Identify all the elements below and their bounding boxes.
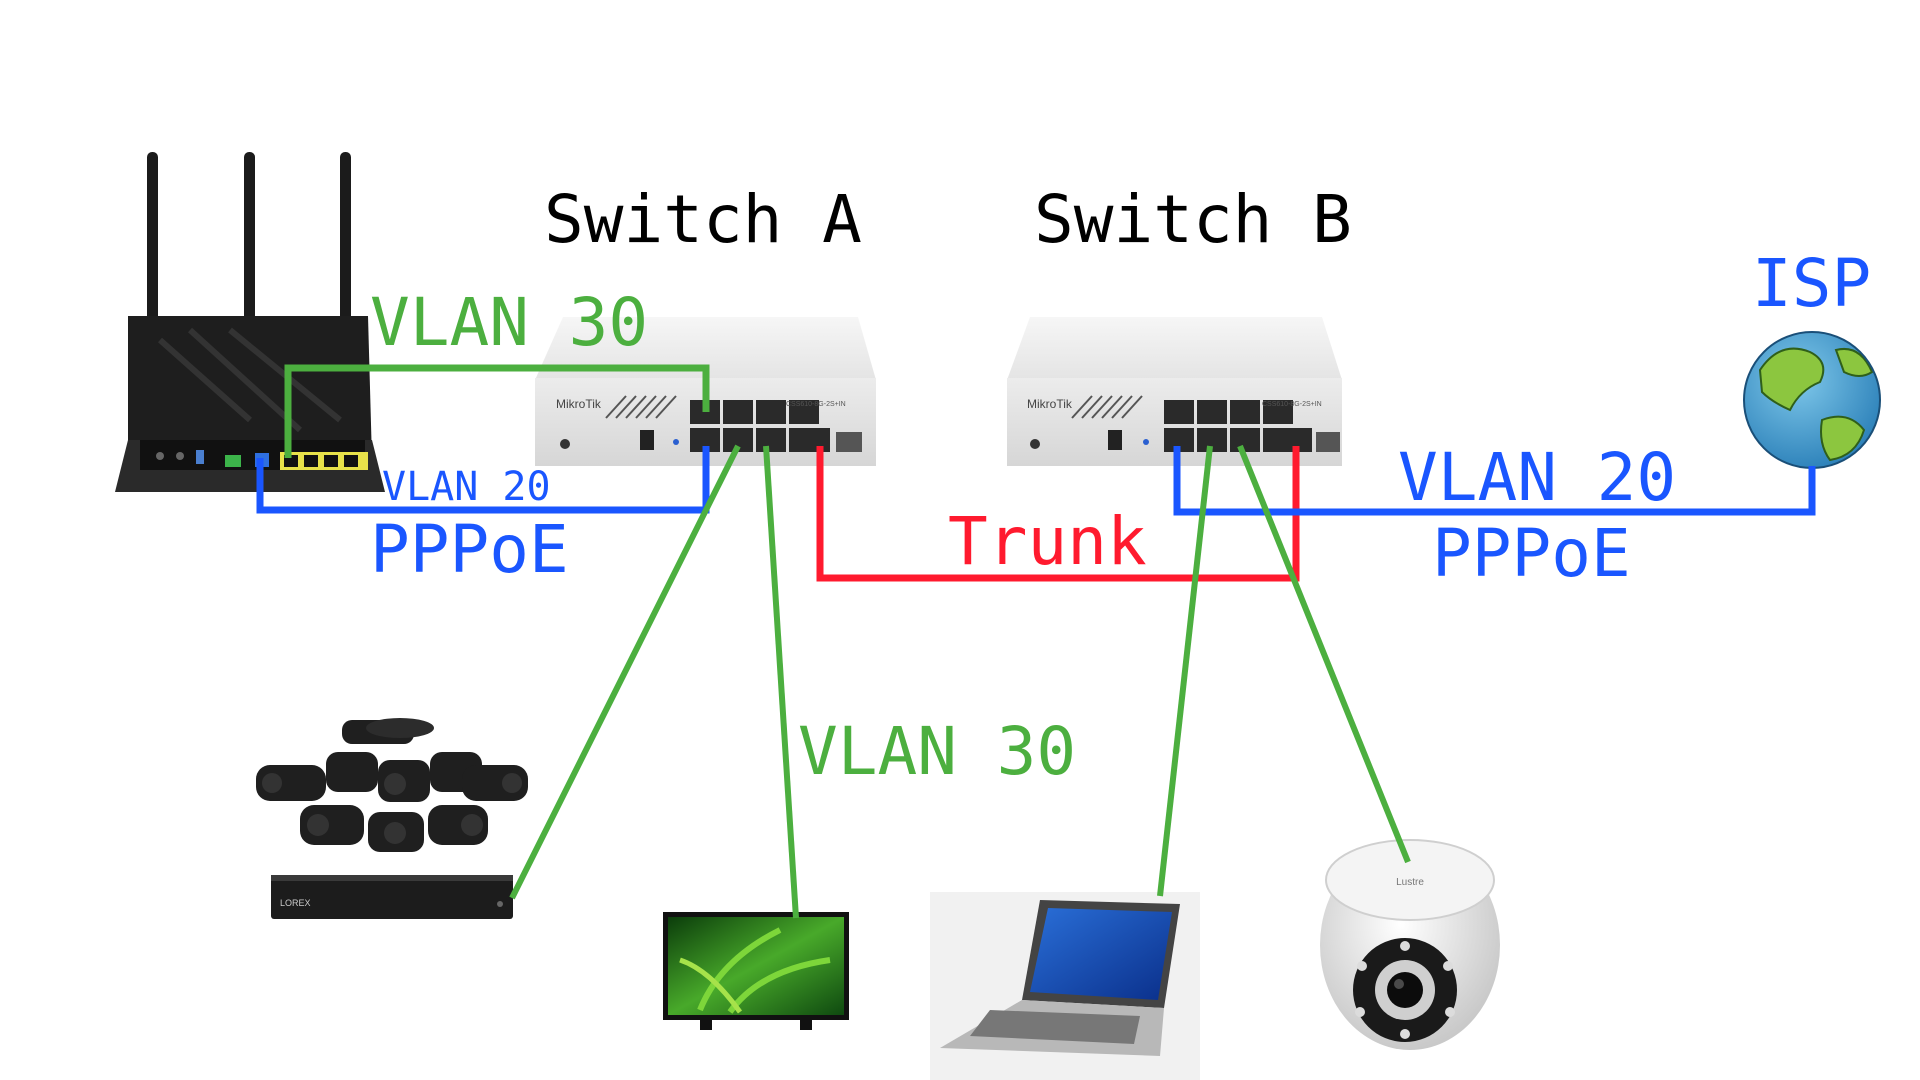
label-pppoe-left: PPPoE xyxy=(370,511,569,588)
cable-vlan20-router-switch-a xyxy=(256,446,710,514)
router-antenna-left xyxy=(147,152,158,324)
cable-vlan30-tv xyxy=(763,445,799,919)
switch-a-brand: MikroTik xyxy=(556,397,602,411)
label-vlan20-left: VLAN 20 xyxy=(382,464,551,510)
switch-b-model: CSS610-8G-2S+IN xyxy=(1262,401,1322,408)
label-pppoe-right: PPPoE xyxy=(1432,515,1631,592)
cable-vlan30-router-switch-a xyxy=(284,364,710,458)
switch-b-brand: MikroTik xyxy=(1027,397,1073,411)
laptop-screen xyxy=(1030,908,1172,1000)
router-antenna-mid xyxy=(244,152,255,324)
label-vlan30-bottom: VLAN 30 xyxy=(798,713,1076,790)
cable-vlan20-switch-b-isp xyxy=(1173,446,1816,516)
label-vlan30-top: VLAN 30 xyxy=(370,284,648,361)
nvr-device: LOREX xyxy=(256,718,528,919)
switch-a-model: CSS610-8G-2S+IN xyxy=(786,401,846,408)
globe-icon xyxy=(1743,331,1881,469)
label-switch-a: Switch A xyxy=(544,181,862,258)
nvr-brand: LOREX xyxy=(280,898,311,908)
dome-camera-device: Lustre xyxy=(1320,839,1500,1050)
laptop-device xyxy=(930,892,1200,1080)
cable-vlan30-nvr xyxy=(509,444,741,900)
tv-device xyxy=(663,912,849,1030)
switch-a-top xyxy=(535,317,876,380)
camera-cluster xyxy=(256,718,528,852)
label-trunk: Trunk xyxy=(948,503,1147,580)
cable-vlan30-dome-camera xyxy=(1237,444,1411,864)
label-switch-b: Switch B xyxy=(1034,181,1352,258)
label-vlan20-right: VLAN 20 xyxy=(1398,439,1676,516)
switch-a-device: MikroTik CSS610-8G-2S+IN xyxy=(535,317,876,466)
cable-vlan30-laptop xyxy=(1157,445,1213,897)
label-isp: ISP xyxy=(1752,245,1871,322)
switch-a-ports xyxy=(690,400,862,452)
router-antenna-right xyxy=(340,152,351,324)
nvr-box xyxy=(271,875,513,919)
dome-camera-brand: Lustre xyxy=(1396,877,1424,888)
router-device xyxy=(115,152,385,492)
switch-b-top xyxy=(1007,317,1342,380)
switch-b-device: MikroTik CSS610-8G-2S+IN xyxy=(1007,317,1342,466)
dome-camera-lens xyxy=(1387,972,1423,1008)
